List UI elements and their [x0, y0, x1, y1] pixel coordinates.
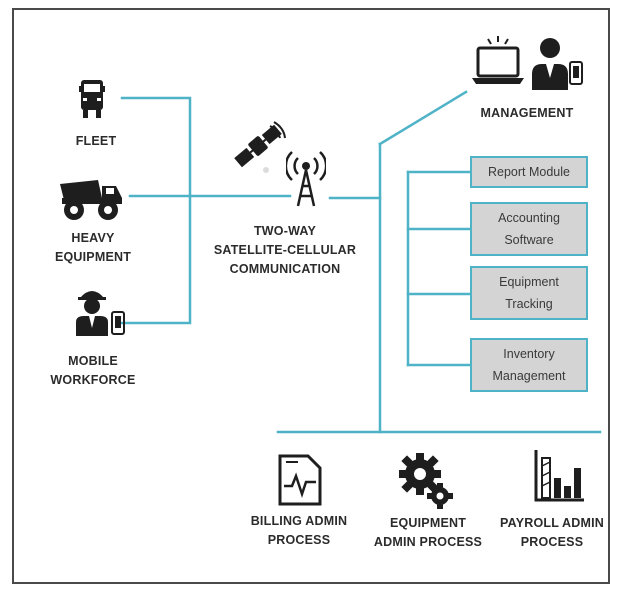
laptop-icon — [472, 36, 524, 84]
management-label: MANAGEMENT — [480, 106, 574, 120]
inventory-management-box: Inventory Management — [470, 338, 588, 392]
cell-tower-icon — [286, 151, 326, 207]
fleet-label: FLEET — [75, 134, 117, 148]
equipment-tracking-box: Equipment Tracking — [470, 266, 588, 320]
billing-admin-label: BILLING ADMIN PROCESS — [250, 514, 348, 547]
fleet-connector — [120, 96, 192, 325]
accounting-software-box: Accounting Software — [470, 202, 588, 256]
equipment-admin-label: EQUIPMENT ADMIN PROCESS — [373, 516, 483, 549]
truck-icon — [79, 80, 105, 118]
chart-document-icon — [278, 454, 322, 506]
worker-with-phone-icon — [76, 291, 125, 336]
communication-label: TWO-WAY SATELLITE-CELLULAR COMMUNICATION — [213, 224, 357, 276]
bar-chart-icon — [534, 450, 584, 502]
report-module-box: Report Module — [470, 156, 588, 188]
dump-truck-icon — [60, 180, 122, 220]
payroll-admin-label: PAYROLL ADMIN PROCESS — [500, 516, 604, 549]
heavy-equipment-label: HEAVY EQUIPMENT — [54, 231, 132, 264]
manager-with-phone-icon — [532, 38, 583, 90]
management-connector — [378, 90, 468, 146]
gears-icon — [399, 453, 453, 509]
satellite-icon — [234, 121, 286, 173]
mobile-workforce-label: MOBILE WORKFORCE — [50, 354, 136, 387]
